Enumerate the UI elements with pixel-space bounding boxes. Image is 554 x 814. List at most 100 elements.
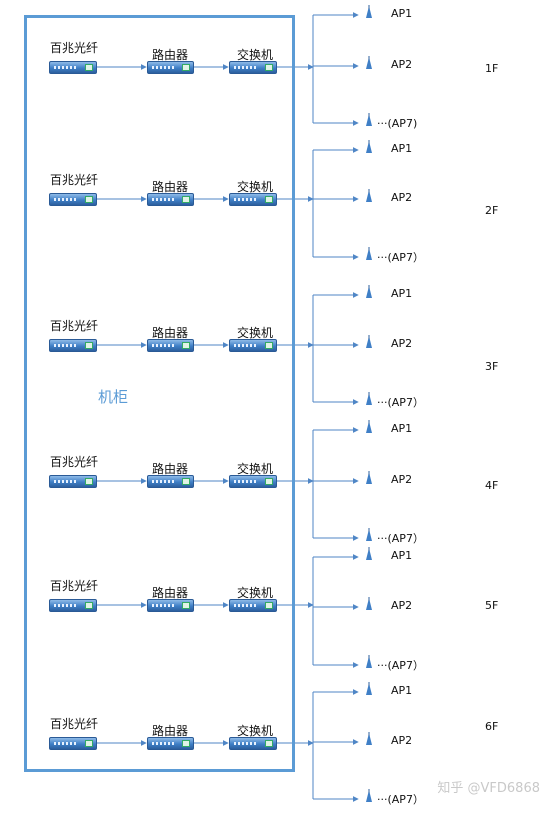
ap-antenna-icon [364, 789, 374, 803]
floor-label: 3F [485, 360, 499, 373]
switch-device-indicator [265, 342, 273, 349]
router-label: 路由器 [152, 326, 189, 340]
router-device [147, 475, 194, 488]
ap1-label: AP1 [391, 422, 413, 435]
ap7-label: ···(AP7） [377, 251, 424, 264]
ap2-label: AP2 [391, 58, 413, 71]
switch-label: 交换机 [237, 48, 274, 62]
fiber-modem-ports [54, 742, 76, 745]
ap7-label: ···(AP7） [377, 793, 424, 806]
router-label: 路由器 [152, 180, 189, 194]
ap-antenna-icon [364, 56, 374, 70]
ap2-label: AP2 [391, 599, 413, 612]
ap7-label: ···(AP7） [377, 396, 424, 409]
ap2-label: AP2 [391, 191, 413, 204]
fiber-label: 百兆光纤 [50, 579, 99, 593]
router-device-ports [152, 480, 174, 483]
ap-antenna-icon [364, 392, 374, 406]
fiber-modem [49, 737, 97, 750]
fiber-modem-ports [54, 604, 76, 607]
ap-antenna-icon [364, 528, 374, 542]
switch-device-ports [234, 480, 256, 483]
ap-antenna-icon [364, 682, 374, 696]
router-device [147, 193, 194, 206]
ap-antenna-icon [364, 655, 374, 669]
fiber-modem-indicator [85, 342, 93, 349]
router-device-ports [152, 742, 174, 745]
fiber-modem [49, 599, 97, 612]
ap2-label: AP2 [391, 473, 413, 486]
switch-device [229, 475, 277, 488]
switch-label: 交换机 [237, 462, 274, 476]
floor-label: 1F [485, 62, 499, 75]
fiber-modem [49, 61, 97, 74]
switch-device-indicator [265, 196, 273, 203]
fiber-modem-indicator [85, 602, 93, 609]
switch-device-ports [234, 742, 256, 745]
switch-device-ports [234, 344, 256, 347]
ap2-label: AP2 [391, 337, 413, 350]
ap-antenna-icon [364, 597, 374, 611]
ap-antenna-icon [364, 140, 374, 154]
ap-antenna-icon [364, 547, 374, 561]
router-device-indicator [182, 602, 190, 609]
fiber-modem-indicator [85, 64, 93, 71]
fiber-modem-ports [54, 480, 76, 483]
ap1-label: AP1 [391, 684, 413, 697]
ap-antenna-icon [364, 732, 374, 746]
ap-antenna-icon [364, 113, 374, 127]
switch-label: 交换机 [237, 180, 274, 194]
fiber-label: 百兆光纤 [50, 319, 99, 333]
router-device-indicator [182, 740, 190, 747]
fiber-modem-indicator [85, 196, 93, 203]
floor-label: 5F [485, 599, 499, 612]
router-label: 路由器 [152, 586, 189, 600]
switch-device-ports [234, 604, 256, 607]
cabinet-frame [24, 15, 295, 772]
ap7-label: ···(AP7） [377, 532, 424, 545]
ap1-label: AP1 [391, 549, 413, 562]
fiber-label: 百兆光纤 [50, 173, 99, 187]
switch-device-indicator [265, 64, 273, 71]
floor-label: 6F [485, 720, 499, 733]
fiber-modem-ports [54, 344, 76, 347]
ap7-label: ···(AP7) [377, 117, 418, 130]
fiber-modem [49, 193, 97, 206]
ap-antenna-icon [364, 285, 374, 299]
router-device-ports [152, 344, 174, 347]
router-device [147, 599, 194, 612]
ap1-label: AP1 [391, 142, 413, 155]
ap1-label: AP1 [391, 7, 413, 20]
fiber-modem-indicator [85, 478, 93, 485]
fiber-modem-ports [54, 66, 76, 69]
fiber-modem-ports [54, 198, 76, 201]
switch-device-ports [234, 66, 256, 69]
ap-antenna-icon [364, 247, 374, 261]
switch-device-ports [234, 198, 256, 201]
ap1-label: AP1 [391, 287, 413, 300]
router-device-indicator [182, 342, 190, 349]
floor-label: 4F [485, 479, 499, 492]
switch-label: 交换机 [237, 326, 274, 340]
router-device [147, 339, 194, 352]
watermark: 知乎 @VFD6868 [437, 781, 540, 796]
switch-device-indicator [265, 602, 273, 609]
fiber-modem-indicator [85, 740, 93, 747]
switch-label: 交换机 [237, 724, 274, 738]
cabinet-label: 机柜 [98, 388, 129, 406]
fiber-modem [49, 475, 97, 488]
switch-device [229, 599, 277, 612]
router-device [147, 61, 194, 74]
router-device-ports [152, 198, 174, 201]
router-device-ports [152, 604, 174, 607]
switch-label: 交换机 [237, 586, 274, 600]
switch-device-indicator [265, 740, 273, 747]
fiber-label: 百兆光纤 [50, 455, 99, 469]
ap-antenna-icon [364, 5, 374, 19]
router-device-indicator [182, 64, 190, 71]
router-label: 路由器 [152, 462, 189, 476]
ap-antenna-icon [364, 471, 374, 485]
fiber-label: 百兆光纤 [50, 717, 99, 731]
